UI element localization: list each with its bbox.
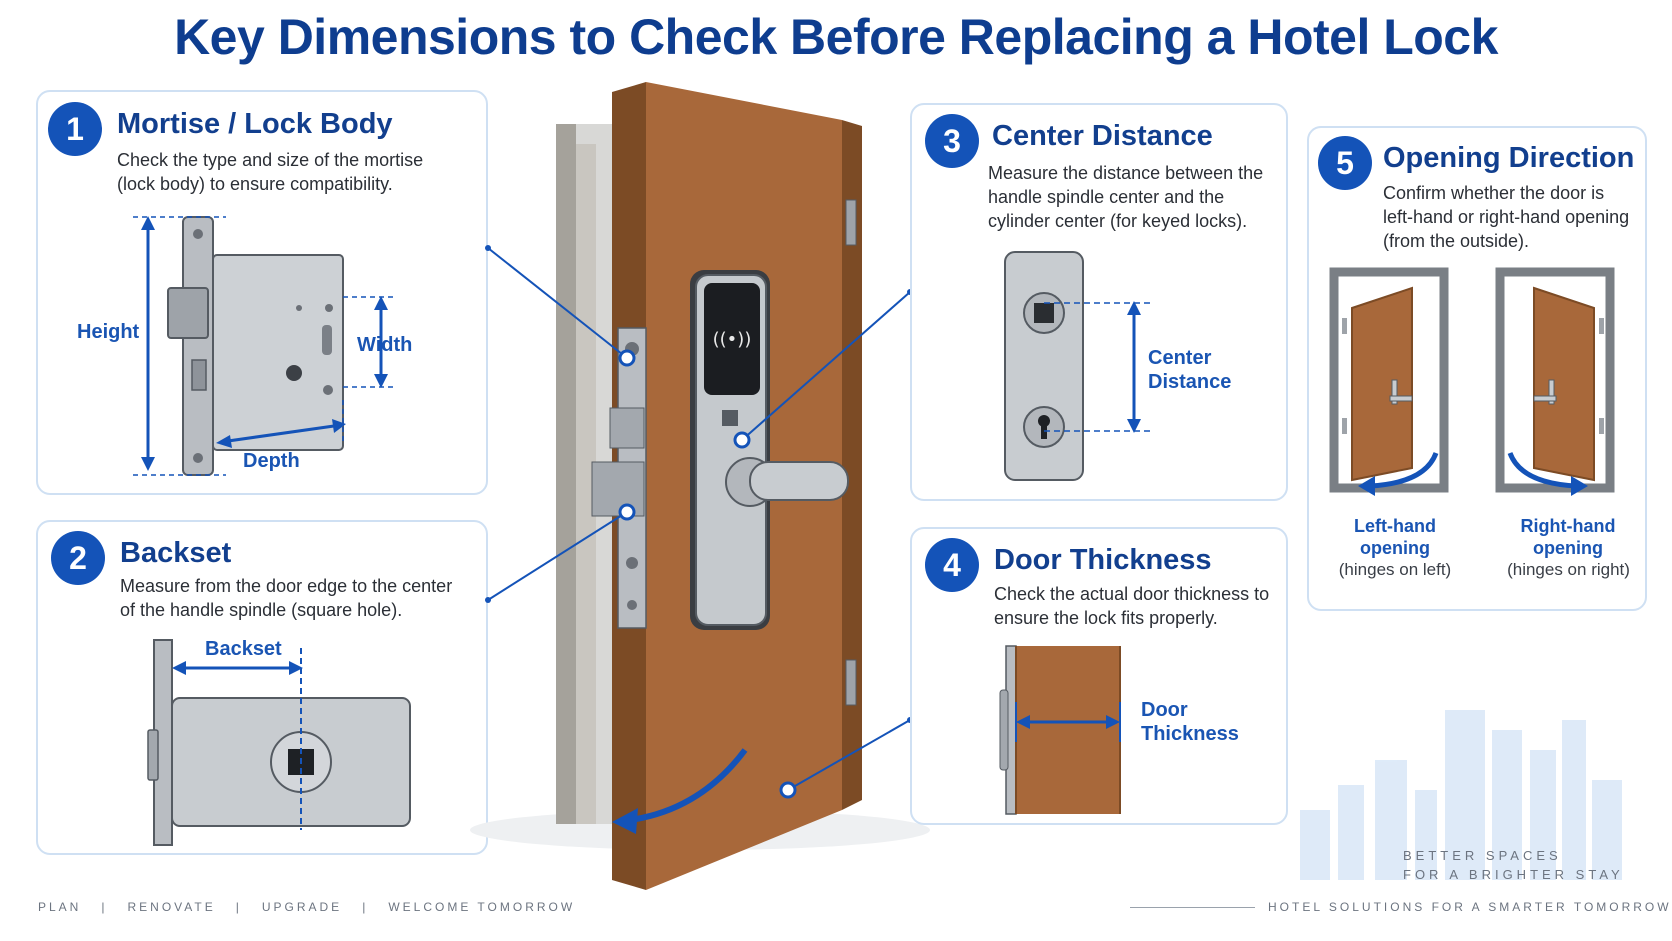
right-hand-label-line1: Right-hand bbox=[1520, 516, 1616, 536]
backset-card-desc: Measure from the door edge to the center… bbox=[120, 576, 453, 620]
tagline-line2: FOR A BRIGHTER STAY bbox=[1403, 867, 1624, 882]
center-distance-label-line2: Distance bbox=[1148, 371, 1232, 393]
page-title: Key Dimensions to Check Before Replacing… bbox=[174, 9, 1498, 65]
door-thickness-card-desc: Check the actual door thickness to ensur… bbox=[994, 584, 1270, 628]
step-badge-3: 3 bbox=[925, 114, 979, 168]
backset-illustration bbox=[147, 639, 411, 846]
city-skyline-watermark bbox=[1300, 710, 1622, 880]
center-distance-illustration bbox=[1004, 251, 1150, 481]
step-badge-5: 5 bbox=[1318, 136, 1372, 190]
tagline-line1: BETTER SPACES bbox=[1403, 848, 1562, 863]
depth-label: Depth bbox=[243, 450, 300, 472]
footer-plan: PLAN bbox=[38, 900, 82, 914]
footer-right-tagline: HOTEL SOLUTIONS FOR A SMARTER TOMORROW bbox=[1268, 900, 1672, 914]
svg-text:((•)): ((•)) bbox=[713, 329, 752, 350]
footer-renovate: RENOVATE bbox=[127, 900, 216, 914]
step-badge-2: 2 bbox=[51, 531, 105, 585]
center-distance-card-desc: Measure the distance between the handle … bbox=[988, 163, 1264, 231]
left-hand-label-line2: opening bbox=[1360, 538, 1430, 558]
footer-sep-2: | bbox=[235, 900, 242, 914]
center-distance-card-title: Center Distance bbox=[992, 120, 1213, 152]
backset-card-title: Backset bbox=[120, 537, 232, 569]
left-hand-sub: (hinges on left) bbox=[1338, 560, 1452, 579]
opening-direction-card-desc: Confirm whether the door is left-hand or… bbox=[1383, 183, 1630, 251]
footer-left-nav: PLAN | RENOVATE | UPGRADE | WELCOME TOMO… bbox=[38, 900, 575, 914]
footer-sep-1: | bbox=[101, 900, 108, 914]
footer-sep-3: | bbox=[362, 900, 369, 914]
mortise-card-desc: Check the type and size of the mortise (… bbox=[117, 150, 424, 194]
width-label: Width bbox=[357, 334, 413, 356]
door-thickness-label-line2: Thickness bbox=[1141, 723, 1239, 745]
footer-welcome-tomorrow: WELCOME TOMORROW bbox=[388, 900, 576, 914]
door-thickness-illustration bbox=[999, 645, 1121, 815]
door-thickness-label-line1: Door bbox=[1141, 699, 1188, 721]
opening-direction-card-title: Opening Direction bbox=[1383, 142, 1635, 174]
mortise-card-title: Mortise / Lock Body bbox=[117, 108, 393, 140]
right-hand-door-illustration bbox=[1495, 267, 1615, 496]
center-distance-card bbox=[910, 103, 1288, 501]
step-badge-4: 4 bbox=[925, 538, 979, 592]
mortise-lock-body-illustration bbox=[133, 216, 396, 476]
backset-dimension-label: Backset bbox=[205, 638, 282, 660]
center-distance-label-line1: Center bbox=[1148, 347, 1212, 369]
left-hand-door-illustration bbox=[1329, 267, 1449, 496]
footer-divider bbox=[1130, 907, 1255, 908]
door-thickness-card-title: Door Thickness bbox=[994, 544, 1212, 576]
left-hand-label-line1: Left-hand bbox=[1354, 516, 1436, 536]
right-hand-sub: (hinges on right) bbox=[1507, 560, 1630, 579]
right-hand-label-line2: opening bbox=[1533, 538, 1603, 558]
step-badge-1: 1 bbox=[48, 102, 102, 156]
footer-upgrade: UPGRADE bbox=[261, 900, 343, 914]
hotel-door-illustration: ((•)) bbox=[470, 82, 930, 890]
height-label: Height bbox=[77, 321, 140, 343]
